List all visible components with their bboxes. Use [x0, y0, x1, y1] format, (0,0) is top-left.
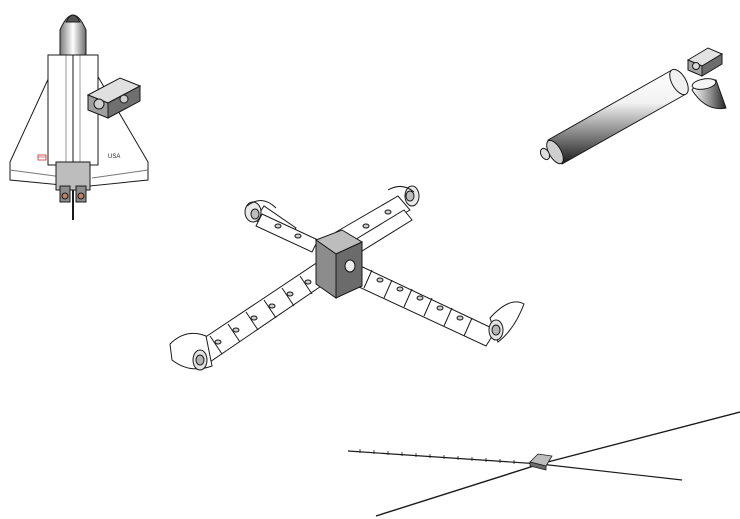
shuttle-wing-label: USA: [108, 154, 120, 160]
antenna-array-icon: [347, 411, 740, 517]
small-module-icon: [686, 47, 724, 77]
nose-cone-icon: [691, 78, 727, 110]
module-block-icon: [86, 77, 142, 119]
cross-station-icon: [169, 185, 525, 371]
canister-icon: [539, 68, 689, 165]
space-shuttle-icon: [9, 14, 149, 220]
